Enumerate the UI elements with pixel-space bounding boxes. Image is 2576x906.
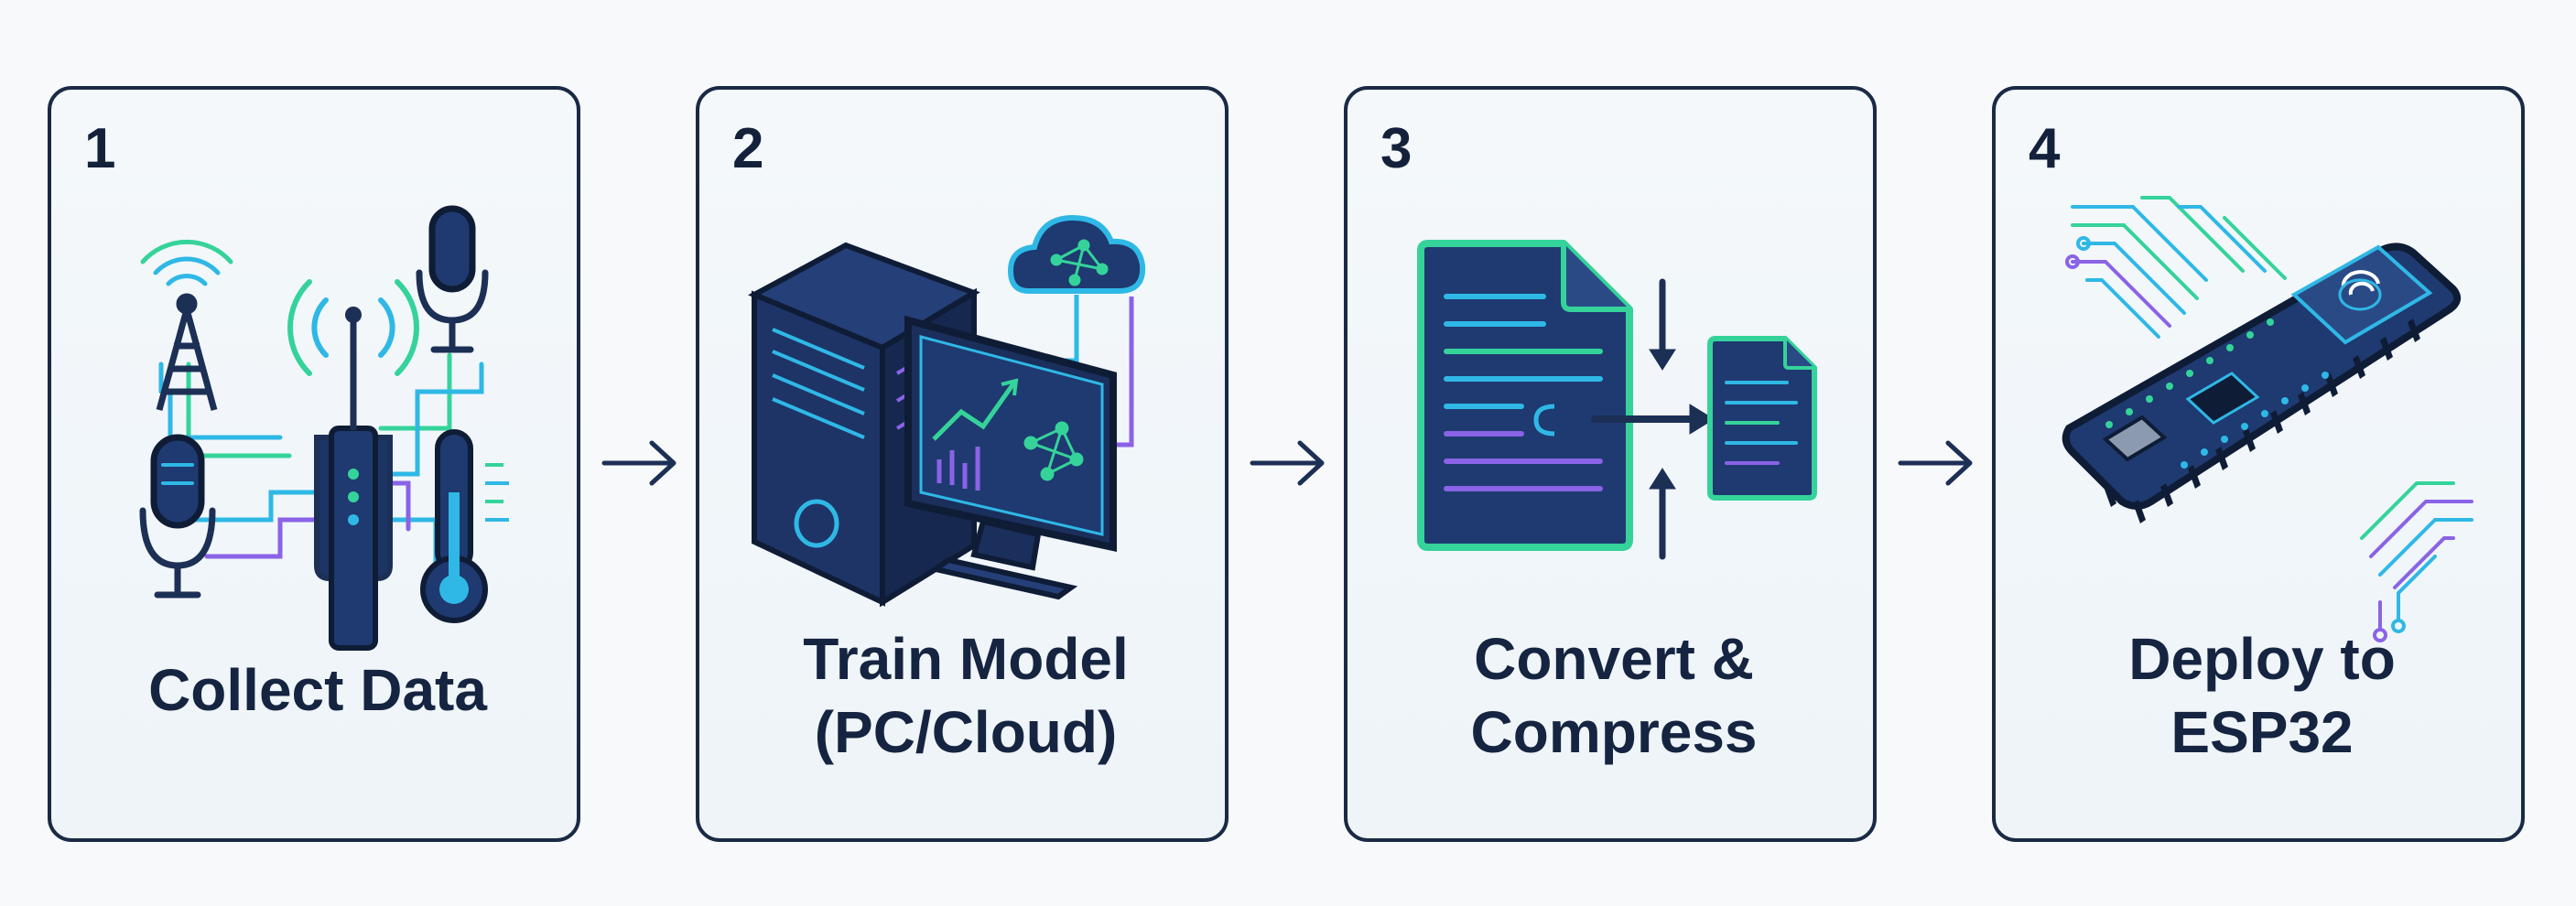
arrow-right-icon [1250, 440, 1325, 486]
arrow-right-icon [1898, 440, 1973, 486]
step-card-convert-compress: 3 [1344, 86, 1877, 842]
step-label: Train Model (PC/Cloud) [699, 622, 1232, 769]
step-number: 1 [84, 117, 116, 180]
step-label-line: (PC/Cloud) [814, 699, 1118, 765]
monitor-chart-icon [904, 315, 1117, 600]
collect-data-illustration [139, 205, 509, 651]
step-card-collect-data: 1 [48, 86, 580, 842]
step-label-line: Convert & [1474, 626, 1754, 692]
deploy-esp32-illustration [2062, 196, 2473, 642]
document-icon [1417, 240, 1633, 551]
step-card-train-model: 2 [696, 86, 1228, 842]
signal-lines-icon [2065, 196, 2287, 339]
thermometer-icon [420, 429, 509, 623]
antenna-sensor-icon [314, 307, 393, 651]
microphone-icon [139, 434, 216, 599]
step-label-line: Compress [1470, 699, 1758, 765]
step-number: 4 [2029, 117, 2061, 180]
train-model-illustration [748, 214, 1146, 608]
step-label: Collect Data [51, 653, 584, 727]
convert-compress-illustration [1417, 240, 1817, 560]
microphone-icon [416, 205, 489, 353]
radio-tower-icon [156, 293, 218, 411]
step-number: 3 [1380, 117, 1412, 180]
compress-arrows-icon [1591, 278, 1715, 560]
step-label-line: ESP32 [2170, 699, 2354, 765]
step-label: Convert & Compress [1348, 622, 1880, 769]
step-label-line: Deploy to [2128, 626, 2396, 692]
small-document-icon [1707, 336, 1817, 501]
esp32-board-icon [2062, 243, 2462, 523]
arrow-right-icon [601, 440, 676, 486]
step-label-line: Train Model [803, 626, 1129, 692]
step-label: Deploy to ESP32 [1996, 622, 2528, 769]
step-number: 2 [732, 117, 764, 180]
step-label-line: Collect Data [148, 657, 487, 723]
signal-lines-icon [2360, 481, 2473, 642]
step-card-deploy-esp32: 4 [1992, 86, 2525, 842]
